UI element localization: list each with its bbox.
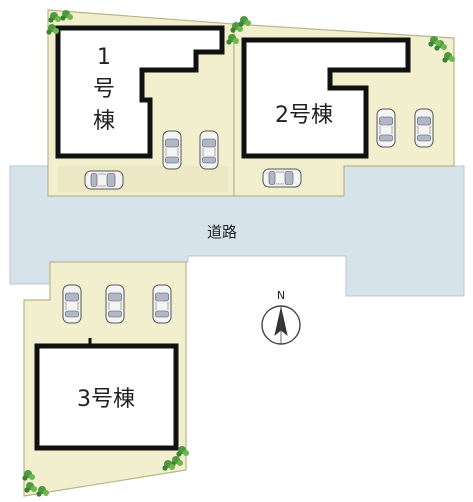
car-lot1-b xyxy=(199,130,219,170)
north-compass xyxy=(261,305,301,345)
car-lot3-c xyxy=(152,284,172,324)
building-1-label-line-3: 棟 xyxy=(93,109,115,134)
building-1-label-line-1: 1 xyxy=(97,45,111,70)
building-3-outline xyxy=(34,343,179,451)
lot-1-parking xyxy=(58,166,228,192)
building-2-label: 2号棟 xyxy=(275,103,333,128)
road-label: 道路 xyxy=(207,223,237,241)
car-lot1-side xyxy=(84,170,124,190)
car-lot2-a xyxy=(376,108,396,148)
car-lot1-a xyxy=(162,130,182,170)
building-2-outline xyxy=(241,37,411,159)
car-lot3-a xyxy=(62,284,82,324)
building-1-label-line-2: 号 xyxy=(93,77,115,102)
car-lot3-b xyxy=(105,284,125,324)
car-lot2-side xyxy=(262,168,302,188)
car-lot2-b xyxy=(414,108,434,148)
road-area xyxy=(9,165,465,297)
compass-north-label: N xyxy=(277,289,285,302)
building-3-label: 3号棟 xyxy=(77,387,135,412)
building-1-outline xyxy=(55,25,225,159)
